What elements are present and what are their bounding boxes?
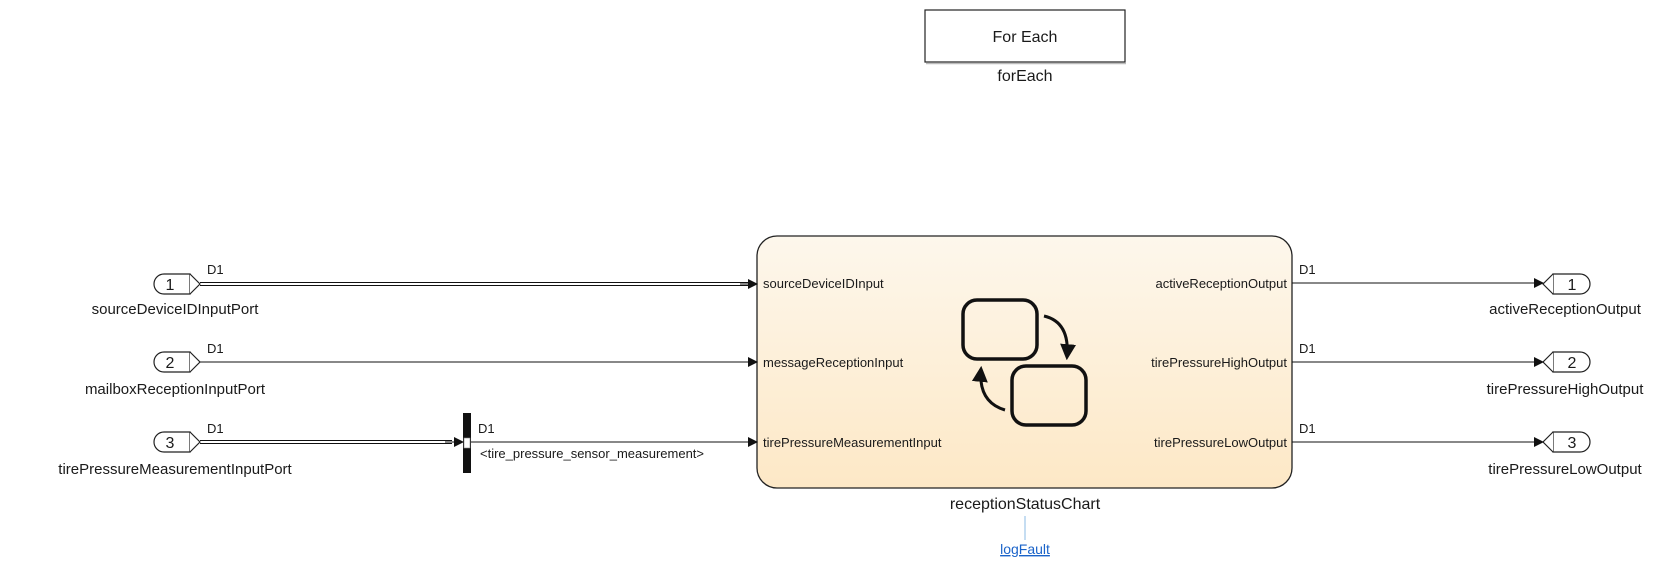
chart-name: receptionStatusChart xyxy=(950,496,1101,513)
foreach-block-name: forEach xyxy=(997,68,1052,85)
chart-input-message-reception: messageReceptionInput xyxy=(763,355,904,370)
signal-label-out-3: D1 xyxy=(1299,421,1316,436)
selector-element-label: <tire_pressure_sensor_measurement> xyxy=(480,446,704,461)
inport-3-name: tirePressureMeasurementInputPort xyxy=(58,461,292,478)
outport-3[interactable]: 3 xyxy=(1542,431,1591,453)
signal-label-in-3: D1 xyxy=(207,421,224,436)
inport-1-name: sourceDeviceIDInputPort xyxy=(92,301,260,318)
signal-label-out-1: D1 xyxy=(1299,262,1316,277)
chart-output-tire-pressure-high: tirePressureHighOutput xyxy=(1151,355,1287,370)
inport-2-number: 2 xyxy=(166,355,175,372)
bus-selector-block[interactable] xyxy=(463,413,471,473)
signal-label-out-2: D1 xyxy=(1299,341,1316,356)
inport-1[interactable]: 1 xyxy=(153,273,201,295)
outport-3-number: 3 xyxy=(1568,435,1577,452)
outport-2-number: 2 xyxy=(1568,355,1577,372)
outport-2-name: tirePressureHighOutput xyxy=(1487,381,1645,398)
chart-input-source-device-id: sourceDeviceIDInput xyxy=(763,276,884,291)
signal-label-in-2: D1 xyxy=(207,341,224,356)
outport-1-name: activeReceptionOutput xyxy=(1489,301,1642,318)
outport-2[interactable]: 2 xyxy=(1542,351,1591,373)
foreach-block-text: For Each xyxy=(993,29,1058,46)
inport-1-number: 1 xyxy=(166,277,175,294)
signal-label-selector: D1 xyxy=(478,421,495,436)
inport-2-name: mailboxReceptionInputPort xyxy=(85,381,266,398)
signal-label-in-1: D1 xyxy=(207,262,224,277)
inport-3[interactable]: 3 xyxy=(153,431,201,453)
outport-3-name: tirePressureLowOutput xyxy=(1488,461,1642,478)
inport-2[interactable]: 2 xyxy=(153,351,201,373)
chart-input-tire-pressure-measurement: tirePressureMeasurementInput xyxy=(763,435,942,450)
stateflow-chart-icon xyxy=(961,298,1088,427)
chart-output-active-reception: activeReceptionOutput xyxy=(1155,276,1287,291)
log-fault-link[interactable]: logFault xyxy=(1000,541,1050,557)
outport-1-number: 1 xyxy=(1568,277,1577,294)
chart-output-tire-pressure-low: tirePressureLowOutput xyxy=(1154,435,1287,450)
inport-3-number: 3 xyxy=(166,435,175,452)
foreach-block[interactable]: For Each xyxy=(924,9,1126,65)
outport-1[interactable]: 1 xyxy=(1542,273,1591,295)
reception-status-chart[interactable]: sourceDeviceIDInput messageReceptionInpu… xyxy=(756,235,1293,489)
